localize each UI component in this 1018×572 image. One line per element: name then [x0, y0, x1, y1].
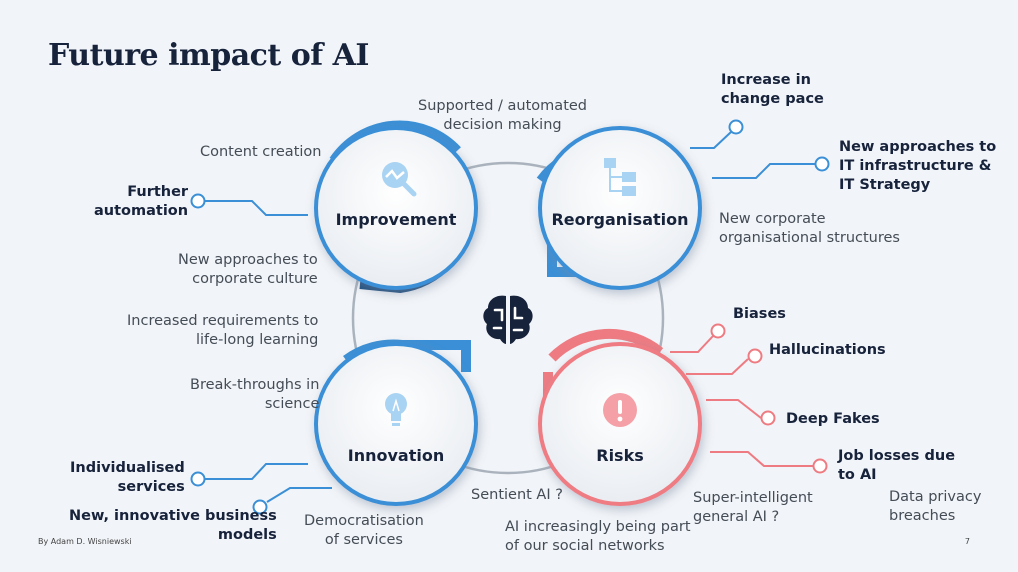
label-sentient: Sentient AI ? [471, 487, 563, 503]
risks-label: Risks [596, 446, 644, 465]
page-number: 7 [964, 537, 970, 546]
connector-business-models [252, 487, 332, 515]
label-biases: Biases [733, 306, 786, 322]
improvement-label: Improvement [335, 210, 457, 229]
connector-job-losses [710, 451, 828, 474]
lightbulb-icon [385, 393, 407, 426]
page-title: Future impact of AI [48, 38, 369, 73]
reorganisation-circle [536, 126, 702, 290]
connector-biases [670, 323, 726, 353]
org-chart-icon [604, 158, 636, 196]
connector-change-pace [690, 119, 744, 149]
connector-deep-fakes [706, 399, 776, 426]
connector-it-infrastructure [712, 156, 830, 179]
label-deep-fakes: Deep Fakes [786, 411, 880, 427]
alert-icon [603, 393, 637, 427]
footer-author: By Adam D. Wisniewski [38, 537, 132, 546]
brain-icon [483, 295, 533, 344]
reorganisation-label: Reorganisation [551, 210, 689, 229]
label-content-creation: Content creation [200, 144, 322, 160]
risks-circle [538, 328, 702, 506]
connector-ring [351, 161, 665, 475]
innovation-circle [314, 339, 478, 506]
connector-individualised [190, 463, 308, 487]
connector-further-automation [190, 193, 308, 216]
chart-magnifier-icon [382, 162, 417, 197]
label-hallucinations: Hallucinations [769, 342, 886, 358]
improvement-circle [314, 120, 478, 294]
connector-hallucinations [686, 348, 763, 375]
innovation-label: Innovation [347, 446, 445, 465]
